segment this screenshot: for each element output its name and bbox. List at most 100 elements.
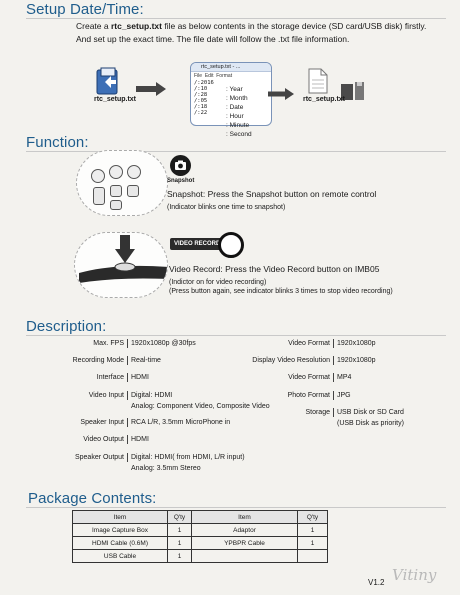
table-cell: YPBPR Cable <box>191 536 298 550</box>
spec-value: Digital: HDMI <box>131 392 173 399</box>
notepad-line-month: /:10 <box>194 86 208 92</box>
spec-value: MP4 <box>337 374 352 381</box>
spec-label: Recording Mode <box>73 356 128 365</box>
table-cell: 1 <box>167 523 192 537</box>
version-label: V1.2 <box>368 578 385 587</box>
video-record-note1: (Indictor on for video recording) <box>169 279 267 286</box>
table-cell <box>191 549 298 563</box>
menu-edit[interactable]: Edit <box>204 73 214 79</box>
spec-value: 1920x1080p <box>337 357 376 364</box>
notepad-line-second: /:22 <box>194 110 208 116</box>
notepad-line-minute: /:18 <box>194 104 208 110</box>
remote-button[interactable] <box>127 165 141 179</box>
spec-value-secondary: Analog: Component Video, Composite Video <box>131 403 270 410</box>
brand-watermark: Vitiny <box>392 566 437 584</box>
snapshot-icon <box>170 155 191 176</box>
description-heading: Description: <box>26 318 107 335</box>
spec-value: JPG <box>337 392 351 399</box>
spec-label: Video Input <box>89 391 128 400</box>
table-cell: 1 <box>167 549 192 563</box>
snapshot-text: Snapshot: Press the Snapshot button on r… <box>167 189 377 199</box>
annotation-hour: : Hour <box>226 113 244 120</box>
table-row: Image Capture Box 1 Adaptor 1 <box>72 523 328 537</box>
spec-label: Speaker Output <box>75 453 128 462</box>
video-record-text: Video Record: Press the Video Record but… <box>169 264 380 274</box>
spec-label: Speaker Input <box>80 418 128 427</box>
video-record-button-icon <box>218 232 244 258</box>
table-cell <box>297 549 328 563</box>
storage-file-icon <box>96 67 118 95</box>
spec-value: USB Disk or SD Card <box>337 409 404 416</box>
imb05-button-illustration <box>74 232 168 298</box>
video-record-badge: VIDEO RECORD <box>170 238 226 250</box>
spec-value: 1920x1080p <box>337 340 376 347</box>
spec-label: Video Format <box>288 339 334 348</box>
notepad-line-hour: /:05 <box>194 98 208 104</box>
left-file-label: rtc_setup.txt <box>94 96 137 103</box>
remote-button[interactable] <box>109 165 123 179</box>
setup-heading: Setup Date/Time: <box>26 1 144 18</box>
spec-label: Storage <box>305 408 334 417</box>
notepad-menu: File Edit Format <box>191 72 271 80</box>
notepad-window: rtc_setup.txt - ... File Edit Format /:2… <box>190 62 272 126</box>
spec-label: Video Format <box>288 373 334 382</box>
table-cell: Image Capture Box <box>72 523 168 537</box>
description-divider <box>26 335 446 336</box>
arrow-right-icon <box>136 82 166 96</box>
annotation-minute: : Minute <box>226 122 250 129</box>
spec-value: Digital: HDMI( from HDMI, L/R input) <box>131 454 245 461</box>
remote-button[interactable] <box>110 200 122 210</box>
spec-label: Interface <box>97 373 128 382</box>
spec-value: HDMI <box>131 436 149 443</box>
snapshot-note: (Indicator blinks one time to snapshot) <box>167 204 286 211</box>
setup-divider <box>26 18 446 19</box>
table-row: USB Cable 1 <box>72 549 328 563</box>
snapshot-icon-label: Snapshot <box>167 178 195 184</box>
spec-value: HDMI <box>131 374 149 381</box>
setup-intro-line2: And set up the exact time. The file date… <box>76 34 350 44</box>
sd-usb-icon <box>341 82 364 100</box>
menu-file[interactable]: File <box>194 73 203 79</box>
column-header: Q'ty <box>297 510 328 524</box>
package-table: Item Q'ty Item Q'ty Image Capture Box 1 … <box>72 510 328 563</box>
table-header-row: Item Q'ty Item Q'ty <box>72 510 328 524</box>
spec-label: Video Output <box>83 435 128 444</box>
table-cell: Adaptor <box>191 523 298 537</box>
package-divider <box>26 507 446 508</box>
spec-value-secondary: Analog: 3.5mm Stereo <box>131 465 201 472</box>
setup-intro-line1: Create a rtc_setup.txt file as below con… <box>76 21 426 32</box>
video-record-note2: (Press button again, see indicator blink… <box>169 288 393 295</box>
arrow-right-icon <box>268 88 294 100</box>
package-heading: Package Contents: <box>28 490 157 507</box>
intro-file: rtc_setup.txt <box>110 21 162 31</box>
table-row: HDMI Cable (0.6M) 1 YPBPR Cable 1 <box>72 536 328 550</box>
table-cell: 1 <box>297 523 328 537</box>
spec-value: 1920x1080p @30fps <box>131 340 196 347</box>
spec-label: Photo Format <box>288 391 334 400</box>
remote-control-illustration <box>76 150 168 216</box>
menu-format[interactable]: Format <box>216 73 233 79</box>
table-cell: 1 <box>297 536 328 550</box>
notepad-line-year: /:2016 <box>194 80 214 86</box>
annotation-year: : Year <box>226 86 243 93</box>
table-cell: HDMI Cable (0.6M) <box>72 536 168 550</box>
intro-post: file as below contents in the storage de… <box>161 21 427 31</box>
annotation-date: : Date <box>226 104 244 111</box>
remote-button[interactable] <box>93 187 105 205</box>
column-header: Item <box>191 510 298 524</box>
spec-value-secondary: (USB Disk as priority) <box>337 420 404 427</box>
function-heading: Function: <box>26 134 89 151</box>
table-cell: USB Cable <box>72 549 168 563</box>
remote-button[interactable] <box>110 185 122 197</box>
spec-value: Real-time <box>131 357 161 364</box>
function-divider <box>26 151 446 152</box>
spec-value: RCA L/R, 3.5mm MicroPhone in <box>131 419 231 426</box>
remote-snapshot-button[interactable] <box>91 169 105 183</box>
intro-pre: Create a <box>76 21 111 31</box>
remote-button[interactable] <box>127 185 139 197</box>
notepad-line-date: /:28 <box>194 92 208 98</box>
annotation-second: : Second <box>226 131 252 138</box>
annotation-month: : Month <box>226 95 248 102</box>
text-file-icon <box>308 68 328 94</box>
column-header: Q'ty <box>167 510 192 524</box>
